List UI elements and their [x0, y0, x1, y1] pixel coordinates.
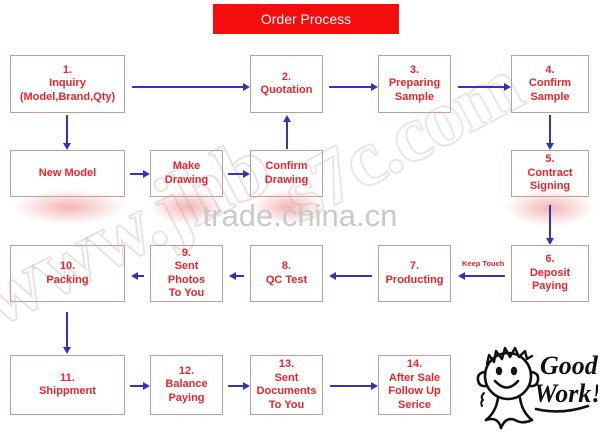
- step-11-number: 11.: [60, 371, 75, 384]
- step-2-line-1: Quotation: [260, 84, 313, 96]
- step-5-line-1: Contract: [527, 166, 573, 179]
- arrow-step1-to-step2: [132, 83, 250, 91]
- arrow-step1-to-new-model: [63, 115, 71, 150]
- step-box-3[interactable]: 3. Preparing Sample: [378, 55, 451, 113]
- step-box-11[interactable]: 11. Shippment: [10, 355, 125, 415]
- chart-title-text: Order Process: [260, 11, 352, 27]
- arrow-step3-to-step4: [458, 83, 511, 91]
- arrow-new-model-to-make-drawing: [130, 170, 150, 178]
- step-9-line-2: Photos: [167, 273, 206, 286]
- step-2-number: 2.: [281, 70, 292, 83]
- step-12-line-2: Paying: [168, 391, 205, 404]
- step-box-5[interactable]: 5. Contract Signing: [511, 150, 589, 197]
- sub-step-box-confirm-drawing[interactable]: Confirm Drawing: [250, 150, 323, 197]
- step-box-7[interactable]: 7. Producting: [378, 245, 451, 302]
- mascot-text-line-2: Work!: [534, 379, 598, 408]
- step-14-line-3: Serice: [397, 398, 432, 411]
- arrow-step9-to-step10: [131, 272, 144, 280]
- good-work-mascot: Good Work!: [468, 336, 600, 432]
- step-3-line-1: Preparing: [388, 77, 441, 90]
- step-9-line-3: To You: [168, 287, 205, 299]
- step-6-number: 6.: [545, 253, 555, 266]
- step-11-line-1: Shippment: [39, 385, 96, 397]
- step-5-line-2: Signing: [529, 180, 571, 193]
- sub-step-box-new-model[interactable]: New Model: [10, 150, 125, 197]
- step-box-14[interactable]: 14. After Sale Follow Up Serice: [378, 355, 451, 415]
- arrow-step12-to-step13: [228, 382, 250, 390]
- step-4-number: 4.: [545, 63, 555, 76]
- arrow-step11-to-step12: [130, 382, 150, 390]
- sub-step-3-line-2: Drawing: [264, 173, 309, 186]
- step-6-line-2: Paying: [531, 280, 569, 293]
- step-12-number: 12.: [178, 364, 195, 377]
- step-13-line-2: Documents: [256, 385, 317, 397]
- step-5-number: 5.: [545, 153, 555, 166]
- arrow-step8-to-step9: [229, 272, 244, 280]
- step-box-2[interactable]: 2. Quotation: [250, 55, 323, 113]
- step-box-10[interactable]: 10. Packing: [10, 245, 125, 302]
- sub-step-box-make-drawing[interactable]: Make Drawing: [150, 150, 223, 197]
- step-13-number: 13.: [278, 358, 295, 370]
- arrow-step7-to-step8: [329, 272, 372, 280]
- step-10-number: 10.: [59, 260, 76, 272]
- step-14-line-2: Follow Up: [388, 385, 441, 397]
- step-7-line-1: Producting: [385, 273, 444, 286]
- step-14-number: 14.: [406, 358, 423, 370]
- arrow-step5-to-step6: [546, 205, 554, 245]
- step-4-line-2: Sample: [530, 90, 570, 103]
- step-4-line-1: Confirm: [528, 77, 572, 90]
- step-1-line-2: (Model,Brand,Qty): [19, 90, 116, 103]
- step-12-line-1: Balance: [165, 378, 208, 391]
- watermark-center: trade.china.cn: [202, 198, 398, 233]
- step-1-line-1: Inquiry: [49, 77, 86, 90]
- keep-touch-label: Keep Touch: [462, 259, 505, 268]
- sub-step-3-line-1: Confirm: [265, 160, 308, 172]
- step-7-number: 7.: [409, 260, 420, 272]
- step-box-6[interactable]: 6. Deposit Paying: [511, 245, 589, 302]
- arrow-step4-to-step5: [546, 115, 554, 150]
- step-9-line-1: Sent: [174, 260, 199, 272]
- sub-step-2-line-1: Make: [172, 160, 201, 172]
- step-3-number: 3.: [409, 63, 420, 76]
- arrow-step13-to-step14: [330, 382, 378, 390]
- step-10-line-1: Packing: [46, 273, 89, 286]
- arrow-step6-to-step7: [458, 272, 505, 280]
- step-3-line-2: Sample: [394, 90, 435, 103]
- mascot-text-line-1: Good: [540, 351, 598, 380]
- step-box-4[interactable]: 4. Confirm Sample: [511, 55, 589, 113]
- step-13-line-3: To You: [268, 398, 305, 411]
- chart-title-banner: Order Process: [213, 4, 399, 34]
- step-14-line-1: After Sale: [388, 371, 441, 384]
- step-box-12[interactable]: 12. Balance Paying: [150, 355, 223, 415]
- step-6-line-1: Deposit: [529, 266, 571, 279]
- step-box-1[interactable]: 1. Inquiry (Model,Brand,Qty): [10, 55, 125, 113]
- arrow-step2-to-step3: [329, 83, 378, 91]
- step-9-number: 9.: [181, 246, 192, 259]
- step-8-number: 8.: [281, 260, 292, 272]
- sub-step-2-line-2: Drawing: [164, 173, 209, 186]
- step-1-number: 1.: [62, 63, 73, 76]
- step-8-line-1: QC Test: [265, 273, 308, 286]
- arrow-confirm-drawing-to-step2: [283, 115, 291, 149]
- sub-step-1-line-1: New Model: [38, 166, 97, 179]
- arrow-step10-to-step11: [63, 312, 71, 354]
- step-box-8[interactable]: 8. QC Test: [250, 245, 323, 302]
- step-box-13[interactable]: 13. Sent Documents To You: [250, 355, 323, 415]
- step-box-9[interactable]: 9. Sent Photos To You: [150, 245, 223, 302]
- arrow-make-drawing-to-confirm-drawing: [228, 170, 250, 178]
- step-13-line-1: Sent: [274, 371, 299, 384]
